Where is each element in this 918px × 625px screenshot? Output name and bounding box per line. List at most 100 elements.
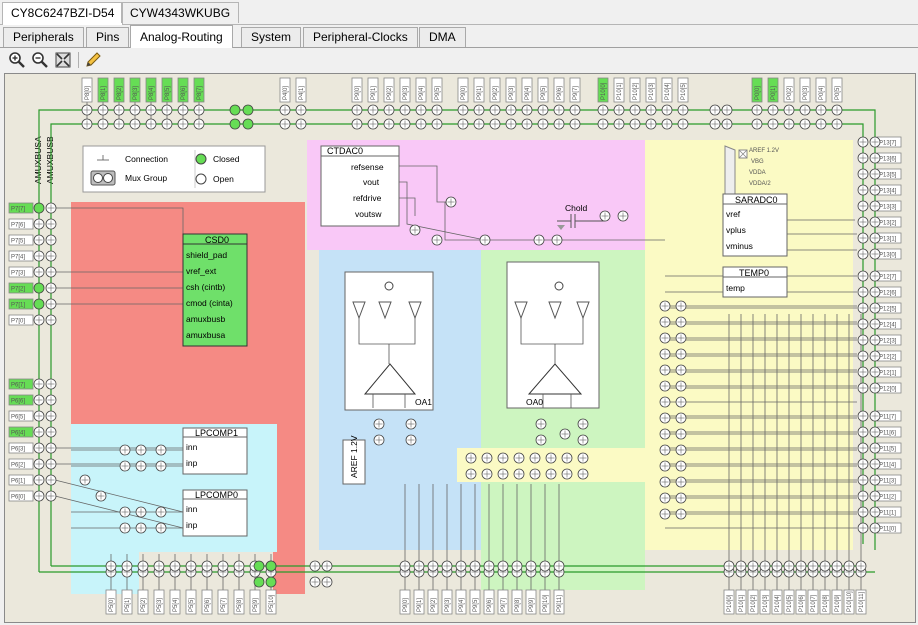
oa1-block[interactable]: OA1 bbox=[344, 271, 434, 411]
switch[interactable] bbox=[105, 560, 117, 572]
switch[interactable] bbox=[799, 104, 811, 116]
switch[interactable] bbox=[279, 118, 291, 130]
doc-tab-cyw4343wkubg[interactable]: CYW4343WKUBG bbox=[121, 2, 240, 23]
switch[interactable] bbox=[351, 104, 363, 116]
tab-pins[interactable]: Pins bbox=[86, 27, 130, 47]
switch[interactable] bbox=[521, 118, 533, 130]
bottom-pin[interactable]: P9[11] bbox=[553, 589, 565, 615]
switch[interactable] bbox=[321, 576, 333, 588]
switch[interactable] bbox=[751, 118, 763, 130]
top-pin-p9a[interactable]: P9[1] bbox=[367, 77, 379, 103]
switch[interactable] bbox=[721, 118, 733, 130]
switch[interactable] bbox=[675, 396, 687, 408]
switch[interactable] bbox=[709, 104, 721, 116]
switch[interactable] bbox=[857, 410, 869, 422]
switch[interactable] bbox=[373, 434, 385, 446]
bottom-pin[interactable]: P5[9] bbox=[249, 589, 261, 615]
switch[interactable] bbox=[121, 560, 133, 572]
right-pin[interactable]: P12[5] bbox=[876, 302, 902, 314]
switch-amuxb[interactable] bbox=[161, 118, 173, 130]
switch[interactable] bbox=[525, 560, 537, 572]
switch[interactable] bbox=[465, 468, 477, 480]
switch-p6-b[interactable] bbox=[45, 378, 57, 390]
top-pin-p8[interactable]: P8[6] bbox=[177, 77, 189, 103]
top-pin-p8[interactable]: P8[0] bbox=[81, 77, 93, 103]
switch[interactable] bbox=[659, 460, 671, 472]
zoom-in-icon[interactable] bbox=[8, 51, 26, 69]
switch[interactable] bbox=[545, 452, 557, 464]
switch[interactable] bbox=[857, 506, 869, 518]
bottom-pin[interactable]: P5[8] bbox=[233, 589, 245, 615]
top-pin-p9b[interactable]: P9[2] bbox=[489, 77, 501, 103]
switch[interactable] bbox=[415, 118, 427, 130]
switch[interactable] bbox=[857, 136, 869, 148]
switch[interactable] bbox=[465, 452, 477, 464]
top-pin-p9b[interactable]: P9[1] bbox=[473, 77, 485, 103]
switch[interactable] bbox=[869, 506, 881, 518]
switch[interactable] bbox=[367, 118, 379, 130]
switch[interactable] bbox=[597, 104, 609, 116]
switch-p7-a[interactable] bbox=[33, 314, 45, 326]
right-pin[interactable]: P12[4] bbox=[876, 318, 902, 330]
switch[interactable] bbox=[831, 104, 843, 116]
switch[interactable] bbox=[857, 216, 869, 228]
switch[interactable] bbox=[399, 560, 411, 572]
top-pin-p4[interactable]: P4[0] bbox=[279, 77, 291, 103]
switch[interactable] bbox=[645, 104, 657, 116]
switch-amuxb[interactable] bbox=[113, 118, 125, 130]
left-pin-p7[interactable]: P7[7] bbox=[8, 202, 34, 214]
switch[interactable] bbox=[675, 508, 687, 520]
switch[interactable] bbox=[723, 560, 735, 572]
switch[interactable] bbox=[497, 468, 509, 480]
switch[interactable] bbox=[481, 452, 493, 464]
switch[interactable] bbox=[645, 118, 657, 130]
switch[interactable] bbox=[857, 490, 869, 502]
bottom-pin[interactable]: P10[5] bbox=[783, 589, 795, 615]
top-pin-p10a[interactable]: P10[2] bbox=[629, 77, 641, 103]
switch[interactable] bbox=[295, 118, 307, 130]
switch[interactable] bbox=[351, 118, 363, 130]
top-pin-p8[interactable]: P8[1] bbox=[97, 77, 109, 103]
left-pin-p6[interactable]: P6[4] bbox=[8, 426, 34, 438]
right-pin[interactable]: P13[4] bbox=[876, 184, 902, 196]
switch-closed[interactable] bbox=[229, 118, 241, 130]
switch[interactable] bbox=[135, 506, 147, 518]
switch[interactable] bbox=[521, 104, 533, 116]
switch[interactable] bbox=[309, 576, 321, 588]
right-pin[interactable]: P12[1] bbox=[876, 366, 902, 378]
top-pin-p8[interactable]: P8[4] bbox=[145, 77, 157, 103]
switch[interactable] bbox=[869, 522, 881, 534]
tab-peripheral-clocks[interactable]: Peripheral-Clocks bbox=[303, 27, 418, 47]
switch[interactable] bbox=[659, 364, 671, 376]
switch[interactable] bbox=[469, 560, 481, 572]
switch-p7-a[interactable] bbox=[33, 202, 45, 214]
switch[interactable] bbox=[857, 152, 869, 164]
switch[interactable] bbox=[675, 332, 687, 344]
switch[interactable] bbox=[767, 104, 779, 116]
switch[interactable] bbox=[857, 350, 869, 362]
switch-closed[interactable] bbox=[242, 118, 254, 130]
switch[interactable] bbox=[783, 560, 795, 572]
switch[interactable] bbox=[529, 452, 541, 464]
switch[interactable] bbox=[675, 300, 687, 312]
switch[interactable] bbox=[675, 428, 687, 440]
switch-p7-b[interactable] bbox=[45, 218, 57, 230]
switch[interactable] bbox=[857, 474, 869, 486]
bottom-pin[interactable]: P9[7] bbox=[497, 589, 509, 615]
bottom-pin[interactable]: P5[10] bbox=[265, 589, 277, 615]
switch-p6-b[interactable] bbox=[45, 458, 57, 470]
left-pin-p6[interactable]: P6[6] bbox=[8, 394, 34, 406]
switch[interactable] bbox=[869, 426, 881, 438]
switch[interactable] bbox=[553, 104, 565, 116]
switch[interactable] bbox=[675, 444, 687, 456]
switch[interactable] bbox=[751, 104, 763, 116]
switch-amuxa[interactable] bbox=[161, 104, 173, 116]
switch[interactable] bbox=[869, 490, 881, 502]
switch[interactable] bbox=[569, 104, 581, 116]
switch[interactable] bbox=[569, 118, 581, 130]
right-pin[interactable]: P12[3] bbox=[876, 334, 902, 346]
bottom-pin[interactable]: P5[7] bbox=[217, 589, 229, 615]
switch[interactable] bbox=[831, 118, 843, 130]
switch[interactable] bbox=[869, 200, 881, 212]
bottom-pin[interactable]: P9[3] bbox=[441, 589, 453, 615]
